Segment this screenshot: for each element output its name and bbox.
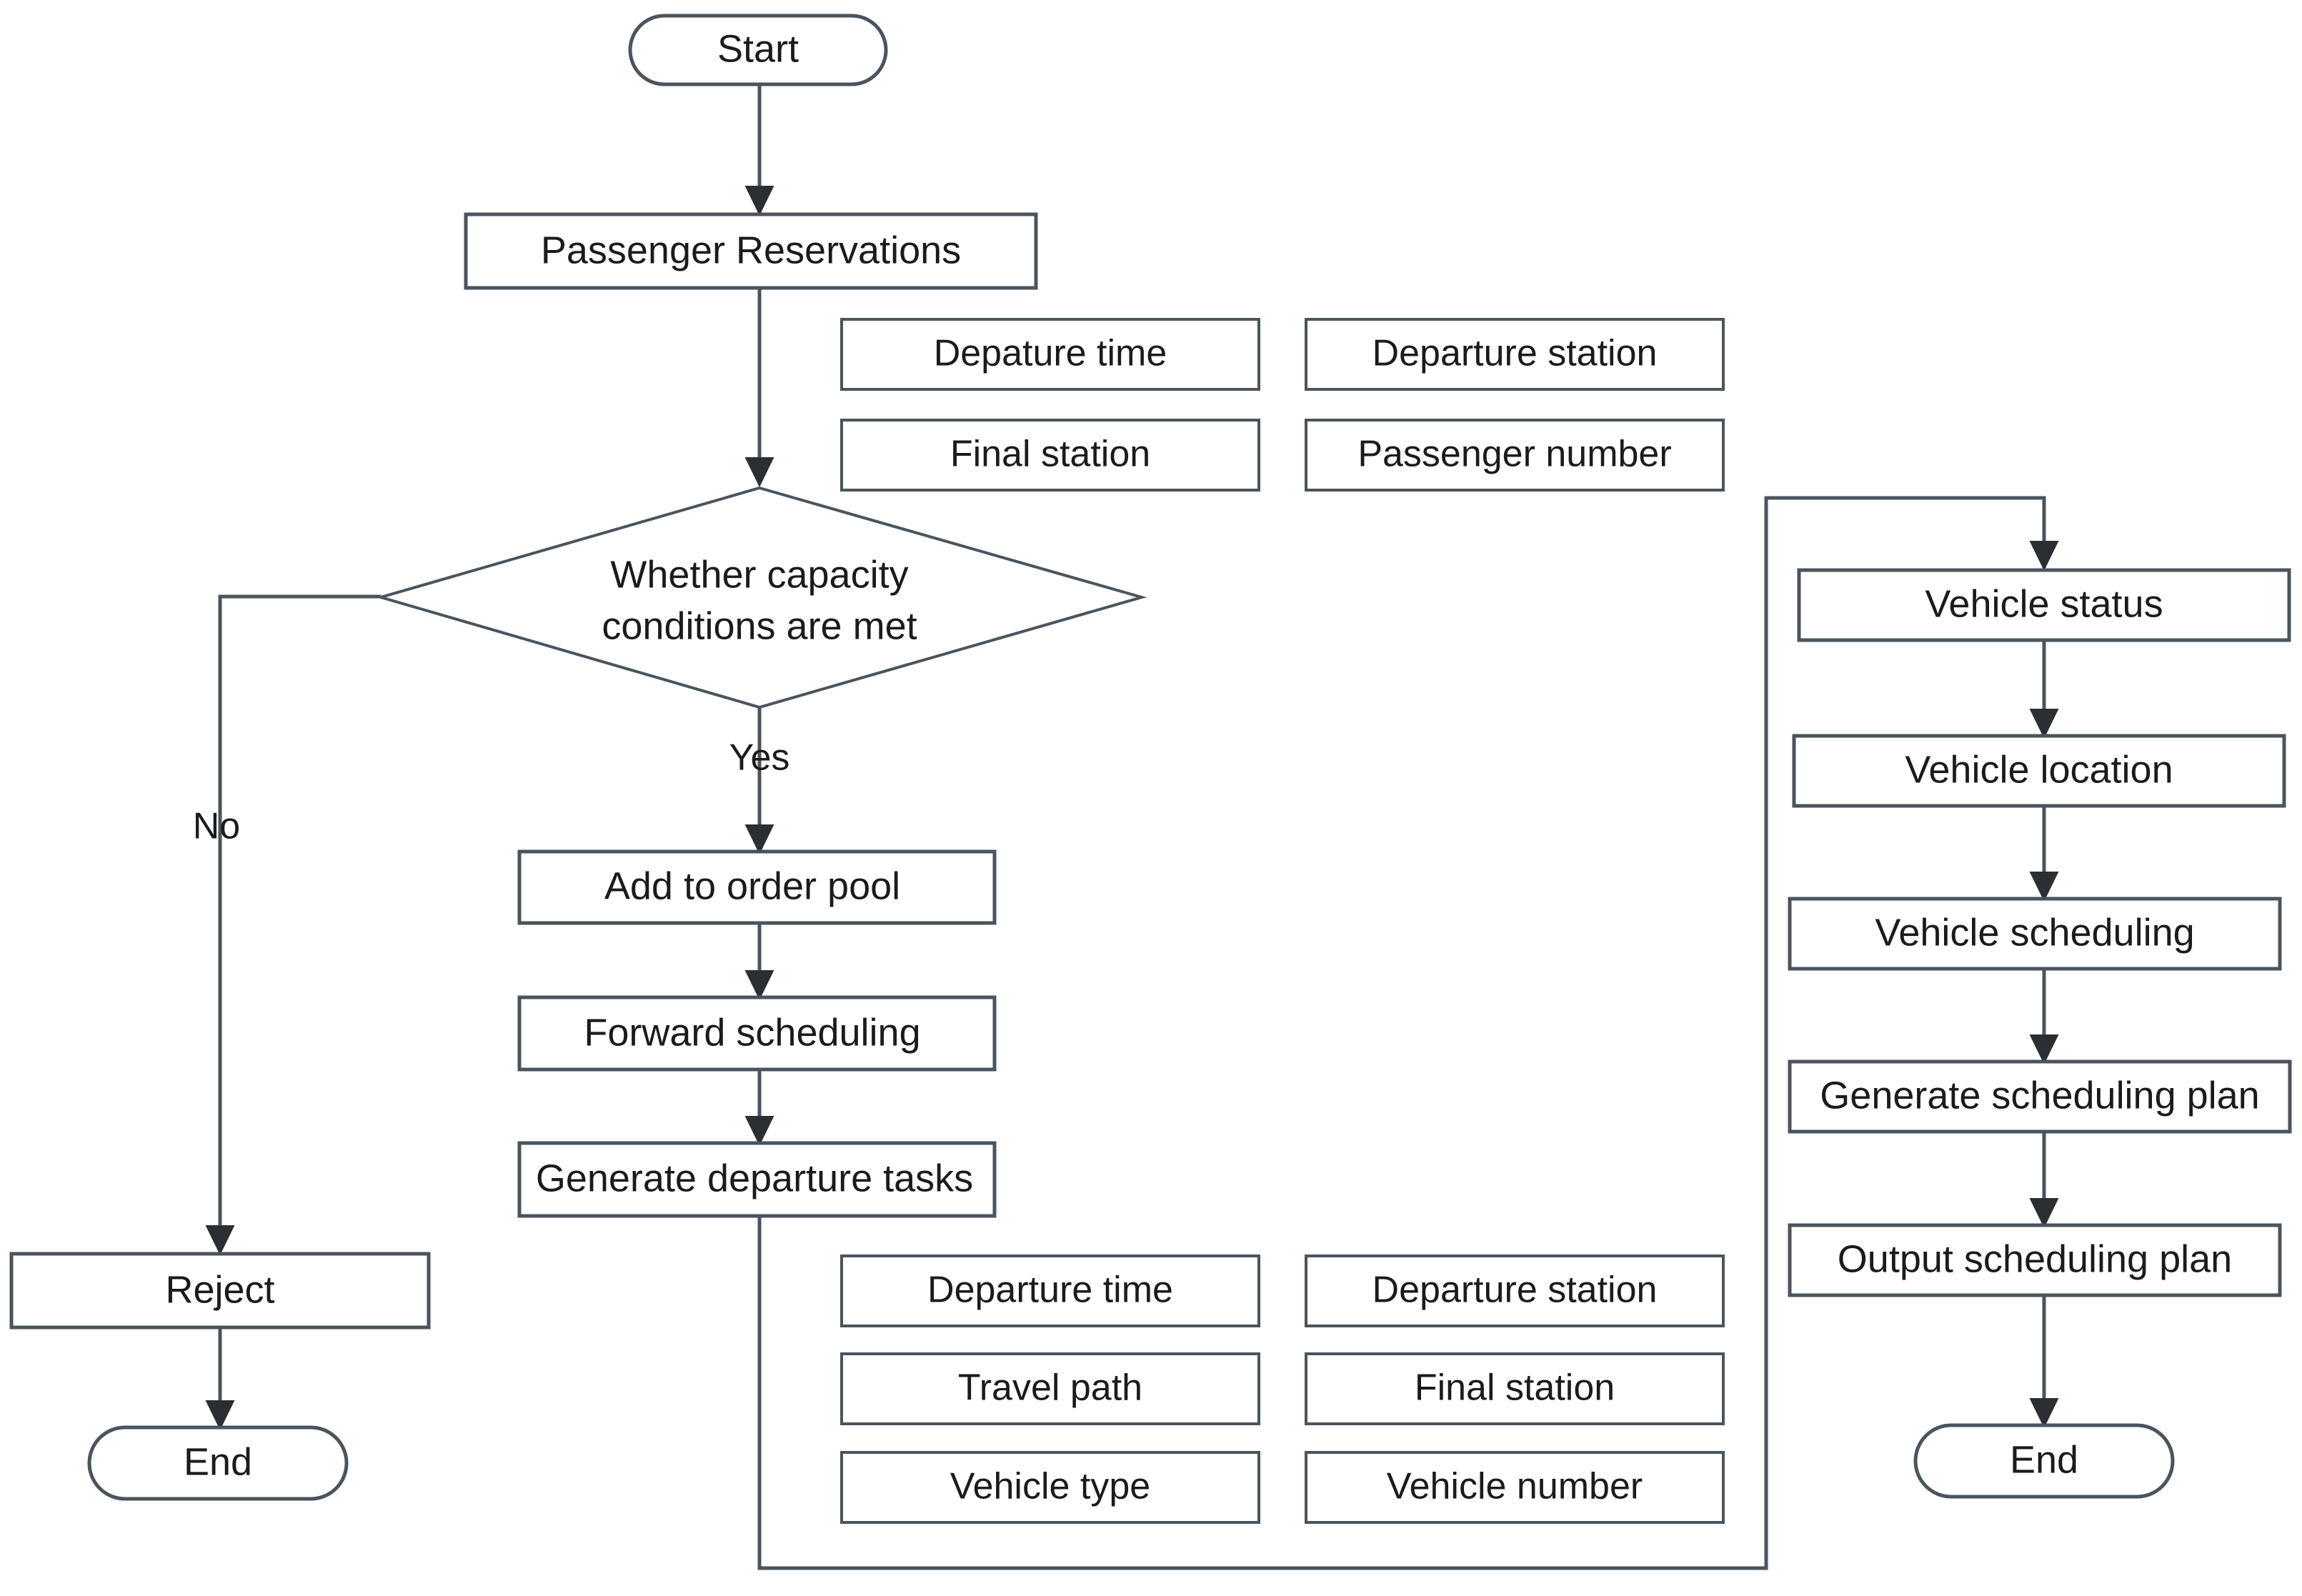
attribute-box-passenger-number[interactable]: Passenger number xyxy=(1305,419,1725,492)
vehicle-number-label: Vehicle number xyxy=(1387,1466,1643,1507)
attribute-box-travel-path[interactable]: Travel path xyxy=(840,1352,1260,1425)
output-scheduling-plan-label: Output scheduling plan xyxy=(1838,1237,2232,1280)
vehicle-location-label: Vehicle location xyxy=(1905,748,2173,791)
node-vehicle-status[interactable]: Vehicle status xyxy=(1797,568,2291,642)
add-to-order-pool-label: Add to order pool xyxy=(604,864,900,907)
departure-time-shape xyxy=(840,1255,1260,1327)
edge-generate-tasks-loop-to-vehicle-status xyxy=(757,496,2059,1570)
final-station-top-label: Final station xyxy=(950,434,1150,475)
attribute-box-final-station-bottom[interactable]: Final station xyxy=(1305,1352,1725,1425)
generate-departure-tasks-shape xyxy=(517,1141,997,1218)
end-left-label: End xyxy=(184,1440,252,1483)
node-add-to-order-pool[interactable]: Add to order pool xyxy=(517,849,997,925)
vehicle-status-shape xyxy=(1797,568,2291,642)
vehicle-status-label: Vehicle status xyxy=(1925,582,2163,625)
node-vehicle-scheduling[interactable]: Vehicle scheduling xyxy=(1788,897,2282,971)
attribute-box-vehicle-number[interactable]: Vehicle number xyxy=(1305,1451,1725,1524)
final-station-bottom-label: Final station xyxy=(1415,1367,1615,1409)
node-end-left[interactable]: End xyxy=(87,1425,349,1501)
forward-scheduling-shape xyxy=(517,995,997,1072)
travel-path-shape xyxy=(840,1352,1260,1425)
start-label: Start xyxy=(717,27,799,70)
vehicle-type-shape xyxy=(840,1451,1260,1524)
node-vehicle-location[interactable]: Vehicle location xyxy=(1792,734,2286,808)
reject-shape xyxy=(9,1252,431,1330)
attribute-box-final-station-top[interactable]: Final station xyxy=(840,419,1260,492)
departure-station-bottom-shape xyxy=(1305,1255,1725,1327)
vehicle-type-label: Vehicle type xyxy=(950,1466,1150,1507)
final-station-top-shape xyxy=(840,419,1260,492)
passenger-reservations-shape xyxy=(464,212,1038,290)
start-shape xyxy=(628,14,888,86)
attribute-box-departure-station-top[interactable]: Departure station xyxy=(1305,318,1725,391)
decision-label-line1: Whether capacity xyxy=(610,553,908,596)
add-to-order-pool-shape xyxy=(517,849,997,925)
output-scheduling-plan-shape xyxy=(1788,1223,2282,1297)
vehicle-number-shape xyxy=(1305,1451,1725,1524)
departure-task-attributes-group: Departure time Departure station Travel … xyxy=(840,1255,1725,1524)
passenger-reservations-label: Passenger Reservations xyxy=(541,229,961,271)
final-station-bottom-shape xyxy=(1305,1352,1725,1425)
node-reject[interactable]: Reject xyxy=(9,1252,431,1330)
departure-station-top-label: Departure station xyxy=(1372,333,1658,374)
passenger-number-shape xyxy=(1305,419,1725,492)
forward-scheduling-label: Forward scheduling xyxy=(584,1011,920,1054)
node-output-scheduling-plan[interactable]: Output scheduling plan xyxy=(1788,1223,2282,1297)
decision-shape xyxy=(375,486,1147,709)
generate-scheduling-plan-label: Generate scheduling plan xyxy=(1820,1074,2259,1117)
edge-label-no: No xyxy=(193,806,240,847)
travel-path-label: Travel path xyxy=(958,1367,1142,1409)
vehicle-scheduling-label: Vehicle scheduling xyxy=(1875,911,2194,954)
edge-label-yes: Yes xyxy=(729,737,790,779)
connectors-group xyxy=(205,84,2059,1570)
generate-departure-tasks-label: Generate departure tasks xyxy=(536,1157,973,1200)
end-right-shape xyxy=(1913,1423,2175,1499)
node-decision-capacity[interactable]: Whether capacity conditions are met xyxy=(375,486,1147,709)
attribute-box-vehicle-type[interactable]: Vehicle type xyxy=(840,1451,1260,1524)
node-end-right[interactable]: End xyxy=(1913,1423,2175,1499)
attribute-box-departure-time[interactable]: Departure time xyxy=(840,1255,1260,1327)
end-left-shape xyxy=(87,1425,349,1501)
generate-scheduling-plan-shape xyxy=(1788,1059,2292,1134)
attribute-box-depature-time[interactable]: Depature time xyxy=(840,318,1260,391)
depature-time-shape xyxy=(840,318,1260,391)
departure-station-top-shape xyxy=(1305,318,1725,391)
edge-decision-no-to-reject xyxy=(205,594,381,1256)
reservation-attributes-group: Depature time Departure station Final st… xyxy=(840,318,1725,492)
vehicle-location-shape xyxy=(1792,734,2286,808)
node-forward-scheduling[interactable]: Forward scheduling xyxy=(517,995,997,1072)
decision-label-line2: conditions are met xyxy=(602,604,917,647)
node-passenger-reservations[interactable]: Passenger Reservations xyxy=(464,212,1038,290)
departure-time-label: Departure time xyxy=(927,1270,1173,1311)
vehicle-scheduling-shape xyxy=(1788,897,2282,971)
node-generate-scheduling-plan[interactable]: Generate scheduling plan xyxy=(1788,1059,2292,1134)
passenger-number-label: Passenger number xyxy=(1357,434,1671,475)
departure-station-bottom-label: Departure station xyxy=(1372,1270,1658,1311)
depature-time-label: Depature time xyxy=(934,333,1167,374)
reject-label: Reject xyxy=(165,1268,274,1311)
end-right-label: End xyxy=(2010,1438,2078,1481)
attribute-box-departure-station-bottom[interactable]: Departure station xyxy=(1305,1255,1725,1327)
node-generate-departure-tasks[interactable]: Generate departure tasks xyxy=(517,1141,997,1218)
node-start[interactable]: Start xyxy=(628,14,888,86)
